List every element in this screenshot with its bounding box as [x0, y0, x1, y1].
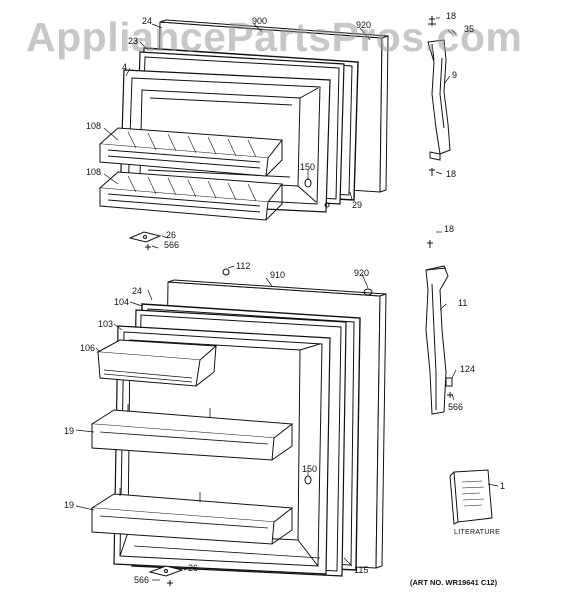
fresh-food-door-shelf-upper — [90, 404, 294, 461]
callout-566-bottom: 566 — [134, 575, 150, 585]
literature-label: LITERATURE — [454, 529, 501, 536]
callout-24-lower: 24 — [132, 286, 143, 296]
callout-1: 1 — [500, 481, 506, 491]
watermark-logo: AppliancePartsPros.com — [26, 14, 523, 60]
callout-108-lower: 108 — [86, 167, 102, 177]
callout-108-upper: 108 — [86, 121, 102, 131]
callout-920-upper: 920 — [356, 20, 372, 30]
dairy-compartment-door — [96, 339, 218, 387]
callout-566-handle: 566 — [448, 402, 464, 412]
callout-150-upper: 150 — [300, 162, 316, 172]
freezer-door-shelf-upper — [98, 127, 283, 177]
callout-9: 9 — [452, 70, 458, 80]
callout-4: 4 — [122, 62, 128, 72]
callout-26-upper: 26 — [166, 230, 177, 240]
freezer-door-shelf-lower — [98, 171, 283, 221]
callout-112: 112 — [236, 261, 251, 271]
callout-115: 115 — [354, 565, 369, 575]
callout-29: 29 — [352, 200, 363, 210]
callout-920-lower: 920 — [354, 268, 370, 278]
callout-19-lower: 19 — [64, 500, 75, 510]
callout-18-mid: 18 — [446, 169, 457, 179]
callout-leader-lines — [75, 17, 499, 581]
callout-24-upper: 24 — [142, 16, 153, 26]
callout-18-lower: 18 — [444, 224, 455, 234]
callout-19-upper: 19 — [64, 426, 75, 436]
fresh-food-door-handle — [425, 240, 453, 415]
art-number: (ART NO. WR19641 C12) — [410, 578, 498, 587]
callout-11: 11 — [458, 298, 468, 308]
freezer-door-handle — [427, 16, 457, 176]
literature-packet — [449, 469, 493, 525]
callout-104: 104 — [114, 297, 130, 307]
fresh-food-hinge-parts — [148, 268, 373, 586]
callout-18-top: 18 — [446, 11, 457, 21]
callout-566-upper: 566 — [164, 240, 180, 250]
freezer-hinge-pin-parts — [128, 202, 330, 250]
callout-103: 103 — [98, 319, 114, 329]
callout-124: 124 — [460, 364, 476, 374]
callout-26-bottom: 26 — [188, 563, 199, 573]
callout-150-lower: 150 — [302, 464, 318, 474]
callout-900: 900 — [252, 16, 268, 26]
callout-910: 910 — [270, 270, 286, 280]
fresh-food-door-shelf-lower — [90, 488, 294, 545]
callout-35: 35 — [464, 24, 475, 34]
callout-106: 106 — [80, 343, 96, 353]
callout-23: 23 — [128, 36, 139, 46]
